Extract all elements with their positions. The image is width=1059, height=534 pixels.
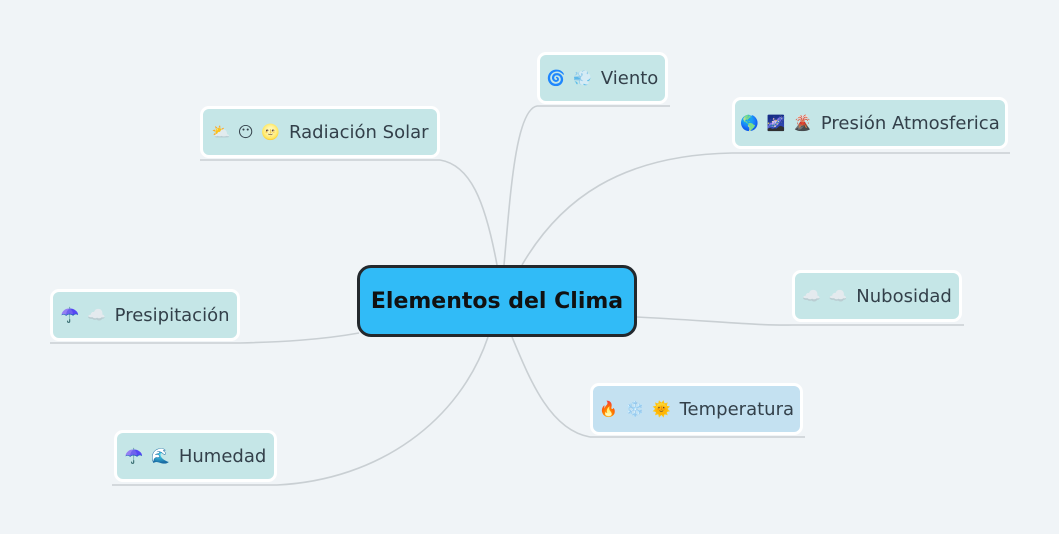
sun-behind-cloud-icon: ⛅: [211, 123, 231, 141]
node-temperatura-label: Temperatura: [679, 398, 794, 420]
node-presipitacion[interactable]: ☂️ ☁️ Presipitación: [50, 289, 240, 341]
fire-icon: 🔥: [599, 400, 618, 418]
connector-presipitacion: [239, 332, 360, 344]
node-nubosidad[interactable]: ☁️ ☁️ Nubosidad: [792, 270, 962, 322]
node-presipitacion-icons: ☂️ ☁️: [61, 306, 109, 324]
connector-temperatura: [511, 336, 591, 438]
cyclone-icon: 🌀: [546, 69, 566, 87]
node-presipitacion-label: Presipitación: [114, 304, 230, 326]
node-viento-label: Viento: [600, 67, 659, 89]
snowflake-icon: ❄️: [625, 400, 645, 418]
node-radiacion-label: Radiación Solar: [289, 121, 429, 143]
node-radiacion-icons: ⛅ 😶 🌝: [211, 123, 283, 141]
node-nubosidad-label: Nubosidad: [856, 285, 952, 307]
cloud-icon: ☁️: [86, 306, 106, 324]
node-humedad-icons: ☂️ 🌊: [125, 447, 173, 465]
full-moon-face-icon: 🌝: [261, 123, 281, 141]
face-icon: 😶: [237, 123, 254, 141]
wave-icon: 🌊: [151, 447, 170, 465]
central-topic-label: Elementos del Clima: [370, 288, 624, 314]
cloud-icon: ☁️: [802, 287, 821, 305]
node-nubosidad-icons: ☁️ ☁️: [802, 287, 850, 305]
node-temperatura-icons: 🔥 ❄️ 🌞: [599, 400, 674, 418]
connector-presion: [521, 152, 733, 266]
node-humedad[interactable]: ☂️ 🌊 Humedad: [114, 430, 277, 482]
umbrella-icon: ☂️: [124, 447, 144, 465]
wind-icon: 💨: [573, 69, 592, 87]
connector-viento: [503, 105, 538, 266]
connector-nubosidad: [636, 316, 793, 326]
globe-icon: 🌎: [740, 114, 759, 132]
connector-radiacion: [439, 159, 498, 266]
node-humedad-label: Humedad: [178, 445, 267, 467]
node-presion-atmosferica[interactable]: 🌎 🌌 🌋 Presión Atmosferica: [732, 97, 1008, 149]
umbrella-icon: ☂️: [60, 306, 80, 324]
node-viento-icons: 🌀 💨: [547, 69, 595, 87]
node-radiacion-solar[interactable]: ⛅ 😶 🌝 Radiación Solar: [200, 106, 440, 158]
node-presion-label: Presión Atmosferica: [820, 112, 1000, 134]
sun-icon: 🌞: [651, 400, 671, 418]
node-temperatura[interactable]: 🔥 ❄️ 🌞 Temperatura: [590, 383, 803, 435]
cloud-icon: ☁️: [828, 287, 848, 305]
node-viento[interactable]: 🌀 💨 Viento: [537, 52, 668, 104]
volcano-icon: 🌋: [793, 114, 812, 132]
connector-humedad: [276, 336, 489, 486]
milky-way-icon: 🌌: [766, 114, 786, 132]
central-topic[interactable]: Elementos del Clima: [357, 265, 637, 337]
node-presion-icons: 🌎 🌌 🌋: [740, 114, 815, 132]
